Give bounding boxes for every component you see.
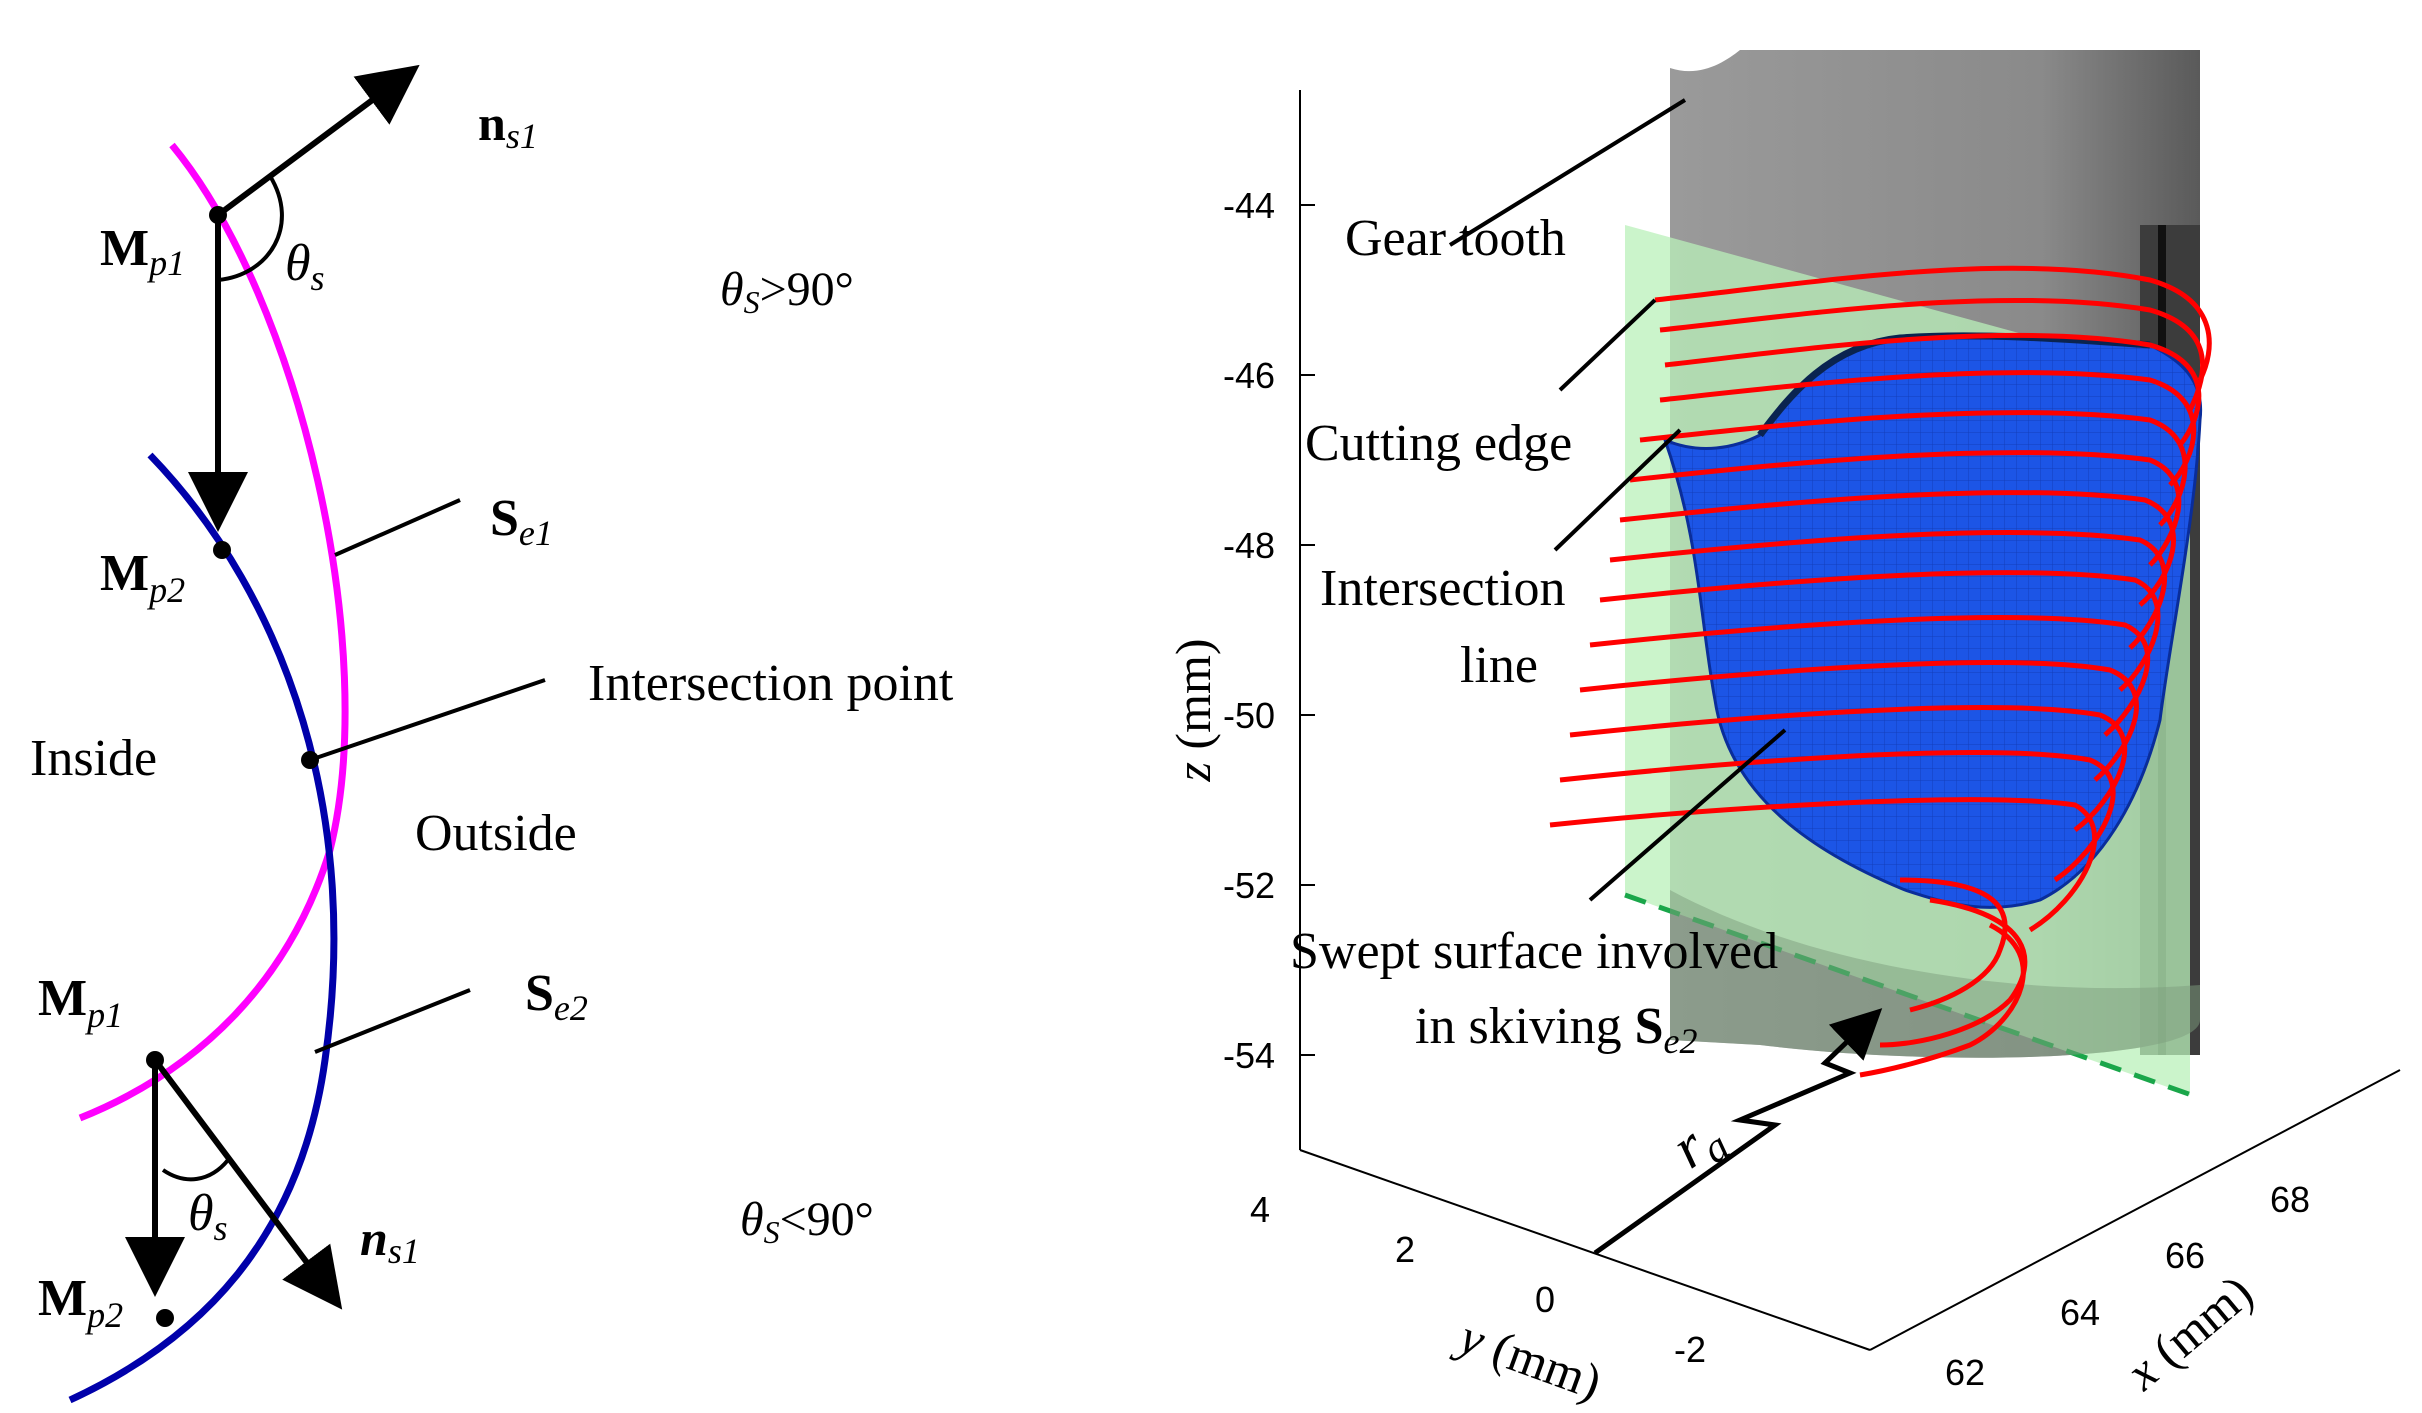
leader-se2 xyxy=(314,988,471,1054)
angle-arc-top xyxy=(217,174,284,282)
label-condition-top: θS>90° xyxy=(720,263,854,320)
label-se2: Se2 xyxy=(525,965,588,1028)
leader-intersection-point xyxy=(309,678,546,762)
y-axis-line xyxy=(1299,1149,1871,1351)
z-ticks: -44 -46 -48 -50 -52 -54 xyxy=(1223,185,1315,1076)
label-ra: ra xyxy=(1660,1101,1738,1186)
label-swept-surface-2: in skiving Se2 xyxy=(1415,998,1697,1061)
x-tick-label: 62 xyxy=(1945,1352,1985,1393)
label-inside: Inside xyxy=(30,730,157,787)
angle-arc-bottom xyxy=(161,1158,230,1182)
label-condition-bottom: θS<90° xyxy=(740,1193,874,1250)
label-swept-surface-1: Swept surface involved xyxy=(1290,923,1778,980)
point-mp2-bottom xyxy=(156,1309,174,1327)
z-tick-label: -46 xyxy=(1223,355,1275,396)
point-mp1-bottom xyxy=(146,1051,164,1069)
leader-cutting-edge xyxy=(1558,298,1657,392)
point-intersection xyxy=(301,751,319,769)
z-tick-label: -50 xyxy=(1223,695,1275,736)
label-theta-top: θs xyxy=(285,235,325,298)
leader-swept-surface xyxy=(1588,728,1787,902)
y-tick-label: -2 xyxy=(1674,1329,1706,1370)
x-axis-label: x (mm) xyxy=(2114,1264,2262,1401)
ra-dimension-arrow xyxy=(1593,1008,1883,1256)
label-ns1-bottom: ns1 xyxy=(360,1210,420,1271)
arrow-ns1-top xyxy=(216,64,420,218)
y-tick-label: 2 xyxy=(1395,1229,1415,1270)
x-ticks: 62 64 66 68 xyxy=(1945,1179,2310,1393)
x-tick-label: 64 xyxy=(2060,1292,2100,1333)
left-schematic: ns1 Mp1 θs θS>90° Mp2 Se1 Intersection p… xyxy=(30,64,954,1404)
label-mp1-bottom: Mp1 xyxy=(38,970,123,1035)
label-mp2-bottom: Mp2 xyxy=(38,1270,123,1335)
z-axis-label: z (mm) xyxy=(1165,638,1221,782)
y-ticks: 4 2 0 -2 xyxy=(1250,1189,1706,1370)
label-ns1-top: ns1 xyxy=(478,95,538,156)
label-intersection-point: Intersection point xyxy=(588,655,954,712)
leader-se1 xyxy=(334,498,461,557)
label-se1: Se1 xyxy=(490,490,553,553)
curve-se1 xyxy=(78,142,349,1122)
label-theta-bottom: θs xyxy=(188,1185,228,1248)
label-gear-tooth: Gear tooth xyxy=(1345,210,1566,267)
arrow-ns1-bottom xyxy=(152,1058,343,1310)
x-axis-line xyxy=(1869,1069,2401,1351)
label-outside: Outside xyxy=(415,805,577,862)
y-axis-label: y (mm) xyxy=(1448,1306,1609,1410)
z-tick-label: -54 xyxy=(1223,1035,1275,1076)
z-tick-label: -52 xyxy=(1223,865,1275,906)
label-intersection-line-2: line xyxy=(1460,637,1538,694)
y-tick-label: 4 xyxy=(1250,1189,1270,1230)
y-tick-label: 0 xyxy=(1535,1279,1555,1320)
z-tick-label: -48 xyxy=(1223,525,1275,566)
label-intersection-line-1: Intersection xyxy=(1320,560,1565,617)
red-cutting-edges xyxy=(1549,265,2212,1078)
leader-intersection-line xyxy=(1553,428,1682,552)
z-tick-label: -44 xyxy=(1223,185,1275,226)
x-tick-label: 66 xyxy=(2165,1235,2205,1276)
right-3d-plot: -44 -46 -48 -50 -52 -54 z (mm) 4 2 0 -2 … xyxy=(1165,50,2401,1410)
curve-se2 xyxy=(68,452,338,1404)
label-mp1-top: Mp1 xyxy=(100,220,185,283)
point-mp2-top xyxy=(213,541,231,559)
label-mp2-top: Mp2 xyxy=(100,545,185,610)
point-mp1-top xyxy=(209,206,227,224)
leader-gear-tooth xyxy=(1448,98,1687,247)
x-tick-label: 68 xyxy=(2270,1179,2310,1220)
gear-base-shade xyxy=(1670,890,2200,1058)
label-cutting-edge: Cutting edge xyxy=(1305,415,1572,472)
